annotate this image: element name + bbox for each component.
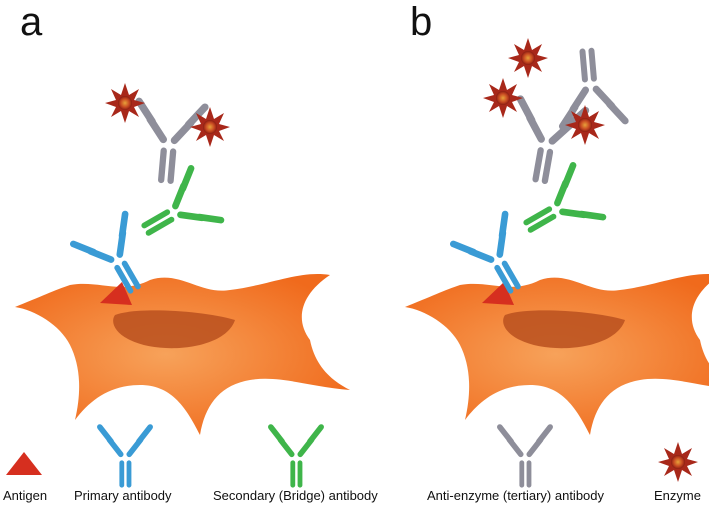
tertiary-antibody-icon bbox=[127, 95, 211, 187]
legend-tertiary-label: Anti-enzyme (tertiary) antibody bbox=[427, 488, 605, 503]
cell-icon bbox=[405, 273, 709, 435]
legend-tertiary-icon bbox=[495, 423, 555, 488]
secondary-antibody-icon bbox=[508, 158, 610, 258]
antigen-icon bbox=[100, 282, 132, 305]
legend-enzyme-label: Enzyme bbox=[654, 488, 701, 503]
enzyme-icon bbox=[565, 105, 605, 145]
enzyme-icon bbox=[190, 107, 230, 147]
legend-primary-label: Primary antibody bbox=[74, 488, 172, 503]
panel-b-letter: b bbox=[410, 0, 432, 44]
panel-b bbox=[405, 38, 709, 435]
enzyme-icon bbox=[483, 78, 523, 118]
panel-a-letter: a bbox=[20, 0, 43, 44]
enzyme-icon bbox=[105, 83, 145, 123]
legend-antigen-label: Antigen bbox=[3, 488, 48, 503]
legend-primary-icon bbox=[95, 423, 155, 488]
legend bbox=[6, 423, 698, 488]
legend-enzyme-icon bbox=[658, 442, 698, 482]
cell-icon bbox=[15, 273, 350, 435]
legend-antigen-icon bbox=[6, 452, 42, 475]
legend-secondary-icon bbox=[266, 423, 326, 488]
legend-secondary-label: Secondary (Bridge) antibody bbox=[213, 488, 378, 503]
enzyme-icon bbox=[508, 38, 548, 78]
panel-a bbox=[15, 83, 350, 435]
secondary-antibody-icon bbox=[126, 161, 228, 261]
